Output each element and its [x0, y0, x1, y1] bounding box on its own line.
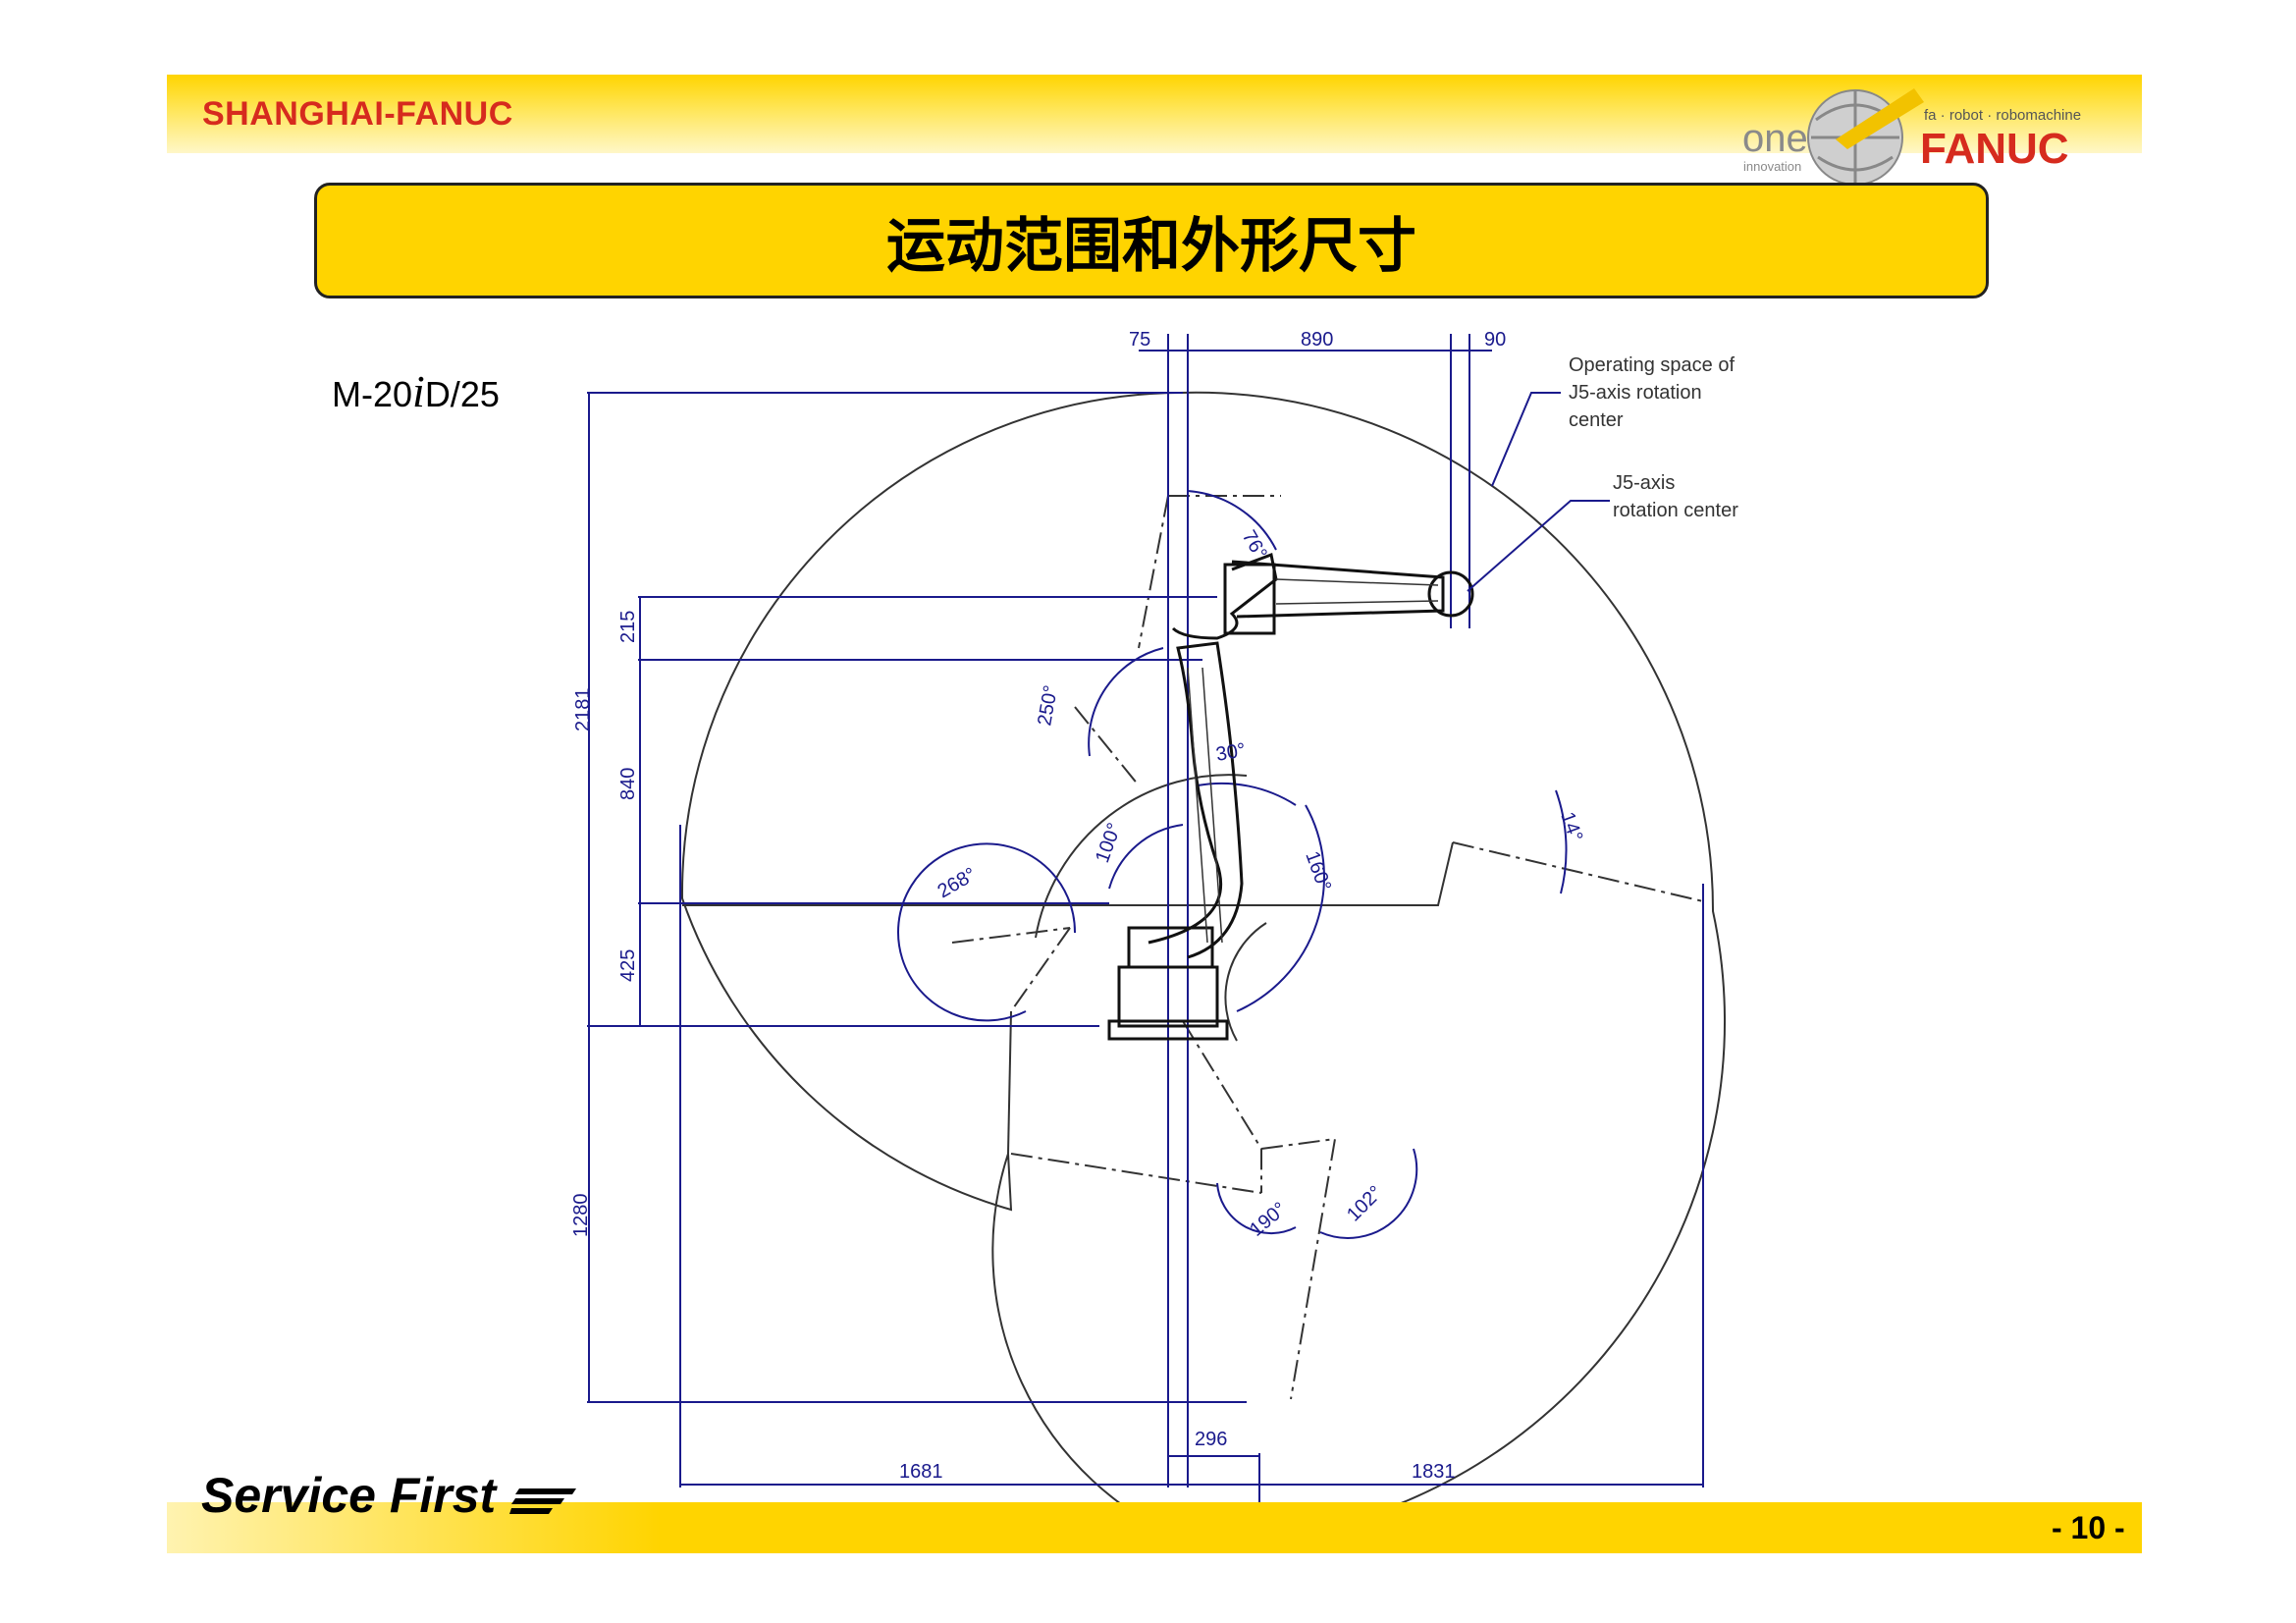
annotation-j5-center: J5-axis rotation center — [1613, 472, 1738, 521]
angle-102: 102° — [1343, 1182, 1387, 1226]
arc-160 — [1236, 804, 1325, 1012]
arc-14 — [1555, 789, 1568, 894]
angle-160: 160° — [1301, 848, 1335, 893]
inner-arc — [1035, 774, 1248, 939]
arc-190 — [1216, 1182, 1297, 1235]
envelope-profile — [682, 841, 1454, 1155]
arc-30 — [1197, 782, 1297, 806]
dim-215: 215 — [617, 611, 639, 643]
angle-30: 30° — [1214, 739, 1248, 766]
model-italic: i — [412, 366, 425, 416]
dim-296: 296 — [1195, 1429, 1227, 1450]
dim-90: 90 — [1484, 329, 1506, 351]
title-bar: 运动范围和外形尺寸 — [314, 183, 1989, 298]
dim-890: 890 — [1301, 329, 1333, 351]
model-suffix: D/25 — [424, 374, 500, 414]
logo-word: one — [1742, 117, 1808, 160]
annotation-j5-1: J5-axis — [1613, 472, 1675, 494]
top-dimension-labels: 75 890 90 — [1129, 329, 1506, 351]
robot-lower-arm — [1148, 641, 1244, 959]
angle-190: 190° — [1246, 1198, 1291, 1240]
bottom-dimension-labels: 296 1681 1831 — [899, 1429, 1456, 1483]
envelope-outline — [680, 391, 1727, 1543]
angle-268: 268° — [934, 864, 981, 903]
arc-76 — [1187, 490, 1277, 551]
annotation-line-1: Operating space of — [1569, 354, 1735, 376]
slogan-text: Service First — [201, 1468, 497, 1523]
arc-250 — [1088, 647, 1164, 757]
page-title: 运动范围和外形尺寸 — [886, 211, 1416, 281]
logo-brand: FANUC — [1920, 125, 2069, 173]
logo-sub: innovation — [1743, 159, 1801, 174]
slogan-speed-lines-icon — [509, 1488, 577, 1514]
robot-elbow — [1171, 552, 1278, 640]
dim-425: 425 — [617, 949, 639, 982]
dim-75: 75 — [1129, 329, 1150, 351]
service-first-slogan: Service First — [201, 1467, 578, 1524]
logo-tagline: fa · robot · robomachine — [1924, 107, 2081, 124]
dim-1831: 1831 — [1412, 1461, 1456, 1483]
page-number: - 10 - — [2052, 1510, 2125, 1545]
company-name: SHANGHAI-FANUC — [202, 95, 513, 133]
dim-2181: 2181 — [572, 688, 594, 732]
fanuc-logo: one innovation fa · robot · robomachine … — [1742, 88, 2081, 186]
robot-upper-arm — [1231, 560, 1445, 619]
annotation-line-3: center — [1569, 409, 1624, 431]
angle-14: 14° — [1556, 809, 1586, 844]
inner-arc-2 — [1224, 922, 1267, 1042]
annotation-j5-2: rotation center — [1613, 500, 1738, 521]
leader-j5-center — [1467, 500, 1610, 592]
arc-102 — [1319, 1148, 1418, 1239]
dim-840: 840 — [617, 768, 639, 800]
dim-1280: 1280 — [570, 1194, 592, 1238]
robot-wrist — [1427, 570, 1474, 618]
robot-turret — [1127, 926, 1214, 969]
arc-268 — [897, 842, 1077, 1022]
angle-250: 250° — [1034, 683, 1062, 728]
robot-detail — [1187, 578, 1439, 944]
dimension-lines — [587, 334, 1704, 1502]
annotation-operating-space: Operating space of J5-axis rotation cent… — [1569, 354, 1735, 431]
robot-j3-housing — [1223, 563, 1276, 635]
joint-limit-lines — [951, 495, 1704, 1400]
arc-100 — [1108, 824, 1184, 890]
model-label: M-20iD/25 — [332, 365, 500, 417]
robot-arm — [1107, 552, 1474, 1041]
dim-1681: 1681 — [899, 1461, 943, 1483]
leader-lines — [1467, 392, 1610, 592]
model-prefix: M-20 — [332, 374, 413, 414]
annotation-line-2: J5-axis rotation — [1569, 382, 1702, 404]
angle-arcs — [897, 490, 1568, 1239]
left-dimension-labels: 2181 215 840 425 1280 — [570, 611, 639, 1237]
footer-band — [167, 1502, 2142, 1553]
operating-envelope — [680, 391, 1727, 1543]
leader-operating-space — [1491, 392, 1561, 487]
